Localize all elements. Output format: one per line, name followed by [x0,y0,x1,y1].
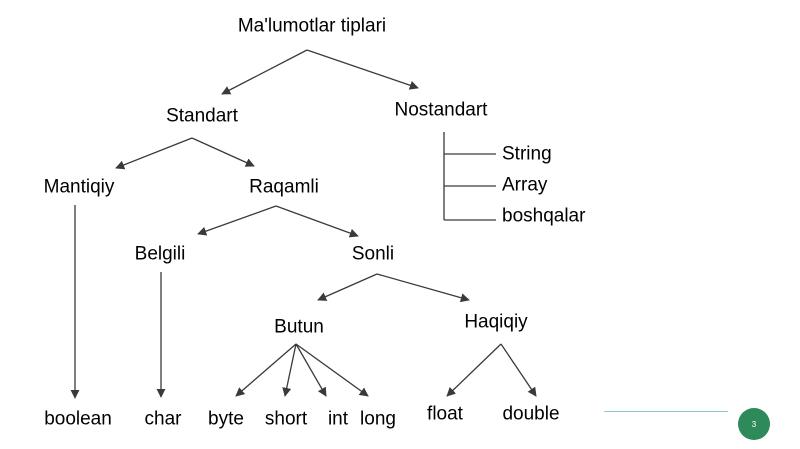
edge-raqamli-belgili [197,205,277,236]
edge-raqamli-sonli [275,205,359,238]
node-long: long [360,408,396,430]
node-root: Ma'lumotlar tiplari [237,15,387,37]
edge-sonli-butun [317,273,378,301]
node-butun: Butun [274,316,324,338]
edge-root-nostandart [306,49,419,90]
node-nostandart: Nostandart [394,99,488,121]
node-char: char [144,408,182,430]
node-belgili: Belgili [134,243,186,265]
page-number-badge: 3 [738,408,770,440]
nostandart-bracket [443,132,496,221]
node-array: Array [502,174,548,196]
node-mantiqiy: Mantiqiy [43,176,115,198]
edge-butun-byte [235,343,297,397]
node-haqiqiy: Haqiqiy [464,311,528,333]
node-boolean: boolean [44,408,112,430]
edge-butun-short [282,343,297,397]
footer-divider [604,411,728,412]
node-sonli: Sonli [351,243,395,265]
node-short: short [264,408,308,430]
edge-butun-int [295,343,327,397]
node-boshqalar: boshqalar [502,205,586,227]
node-byte: byte [208,408,244,430]
edge-butun-long [295,343,369,397]
edge-haqiqiy-float [446,343,502,397]
node-raqamli: Raqamli [249,176,319,198]
node-int: int [327,408,349,430]
edge-root-standart [221,49,308,95]
node-double: double [502,403,560,425]
edge-sonli-haqiqiy [376,273,470,303]
edge-standart-raqamli [191,137,255,167]
edge-haqiqiy-double [500,343,537,397]
node-string: String [502,143,552,165]
node-float: float [427,403,463,425]
edge-standart-mantiqiy [115,137,193,170]
node-standart: Standart [166,105,238,127]
